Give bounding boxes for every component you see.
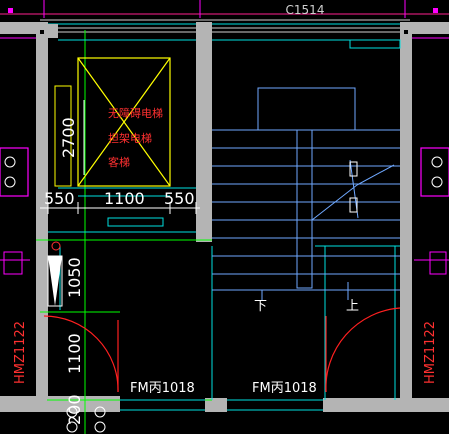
stair-down-label: 下 bbox=[254, 299, 267, 314]
elevator-label-stretcher: 担架电梯 bbox=[108, 131, 152, 145]
dim-door-width: 1100 bbox=[104, 189, 145, 208]
dim-side-offset: 1050 bbox=[65, 257, 84, 298]
window-label: C1514 bbox=[286, 3, 325, 17]
elevator-dimension-lines bbox=[40, 100, 200, 214]
dim-wall-thickness: 200 bbox=[65, 394, 84, 425]
stair-up-label: 上 bbox=[346, 299, 359, 314]
dim-right-clearance: 550 bbox=[164, 189, 195, 208]
fire-symbol bbox=[47, 241, 63, 307]
dim-shaft-depth: 2700 bbox=[59, 117, 78, 158]
door-label-right: FM丙1018 bbox=[252, 381, 317, 396]
stair-break-symbol bbox=[349, 161, 358, 213]
stair-treads bbox=[212, 129, 400, 275]
door-label-left: FM丙1018 bbox=[130, 381, 195, 396]
pipe-circles bbox=[66, 406, 106, 433]
window-band bbox=[0, 13, 449, 33]
door-swings bbox=[43, 307, 401, 393]
right-fixture bbox=[414, 147, 449, 275]
cabinet-label-left: HMZ1122 bbox=[13, 321, 28, 384]
elevator-shaft bbox=[54, 57, 196, 197]
cyan-structure bbox=[48, 39, 401, 400]
left-fixture bbox=[0, 147, 30, 275]
bottom-wall-lines bbox=[120, 399, 323, 411]
elevator-label-passenger: 客梯 bbox=[108, 155, 130, 169]
corner-marks bbox=[8, 8, 438, 13]
elevator-label-accessible: 无障碍电梯 bbox=[108, 106, 163, 120]
wall-hatches bbox=[40, 30, 408, 34]
grid-lines bbox=[0, 0, 449, 39]
dim-left-clearance: 550 bbox=[44, 189, 75, 208]
cabinet-label-right: HMZ1122 bbox=[423, 321, 438, 384]
dim-door-height: 1100 bbox=[65, 333, 84, 374]
